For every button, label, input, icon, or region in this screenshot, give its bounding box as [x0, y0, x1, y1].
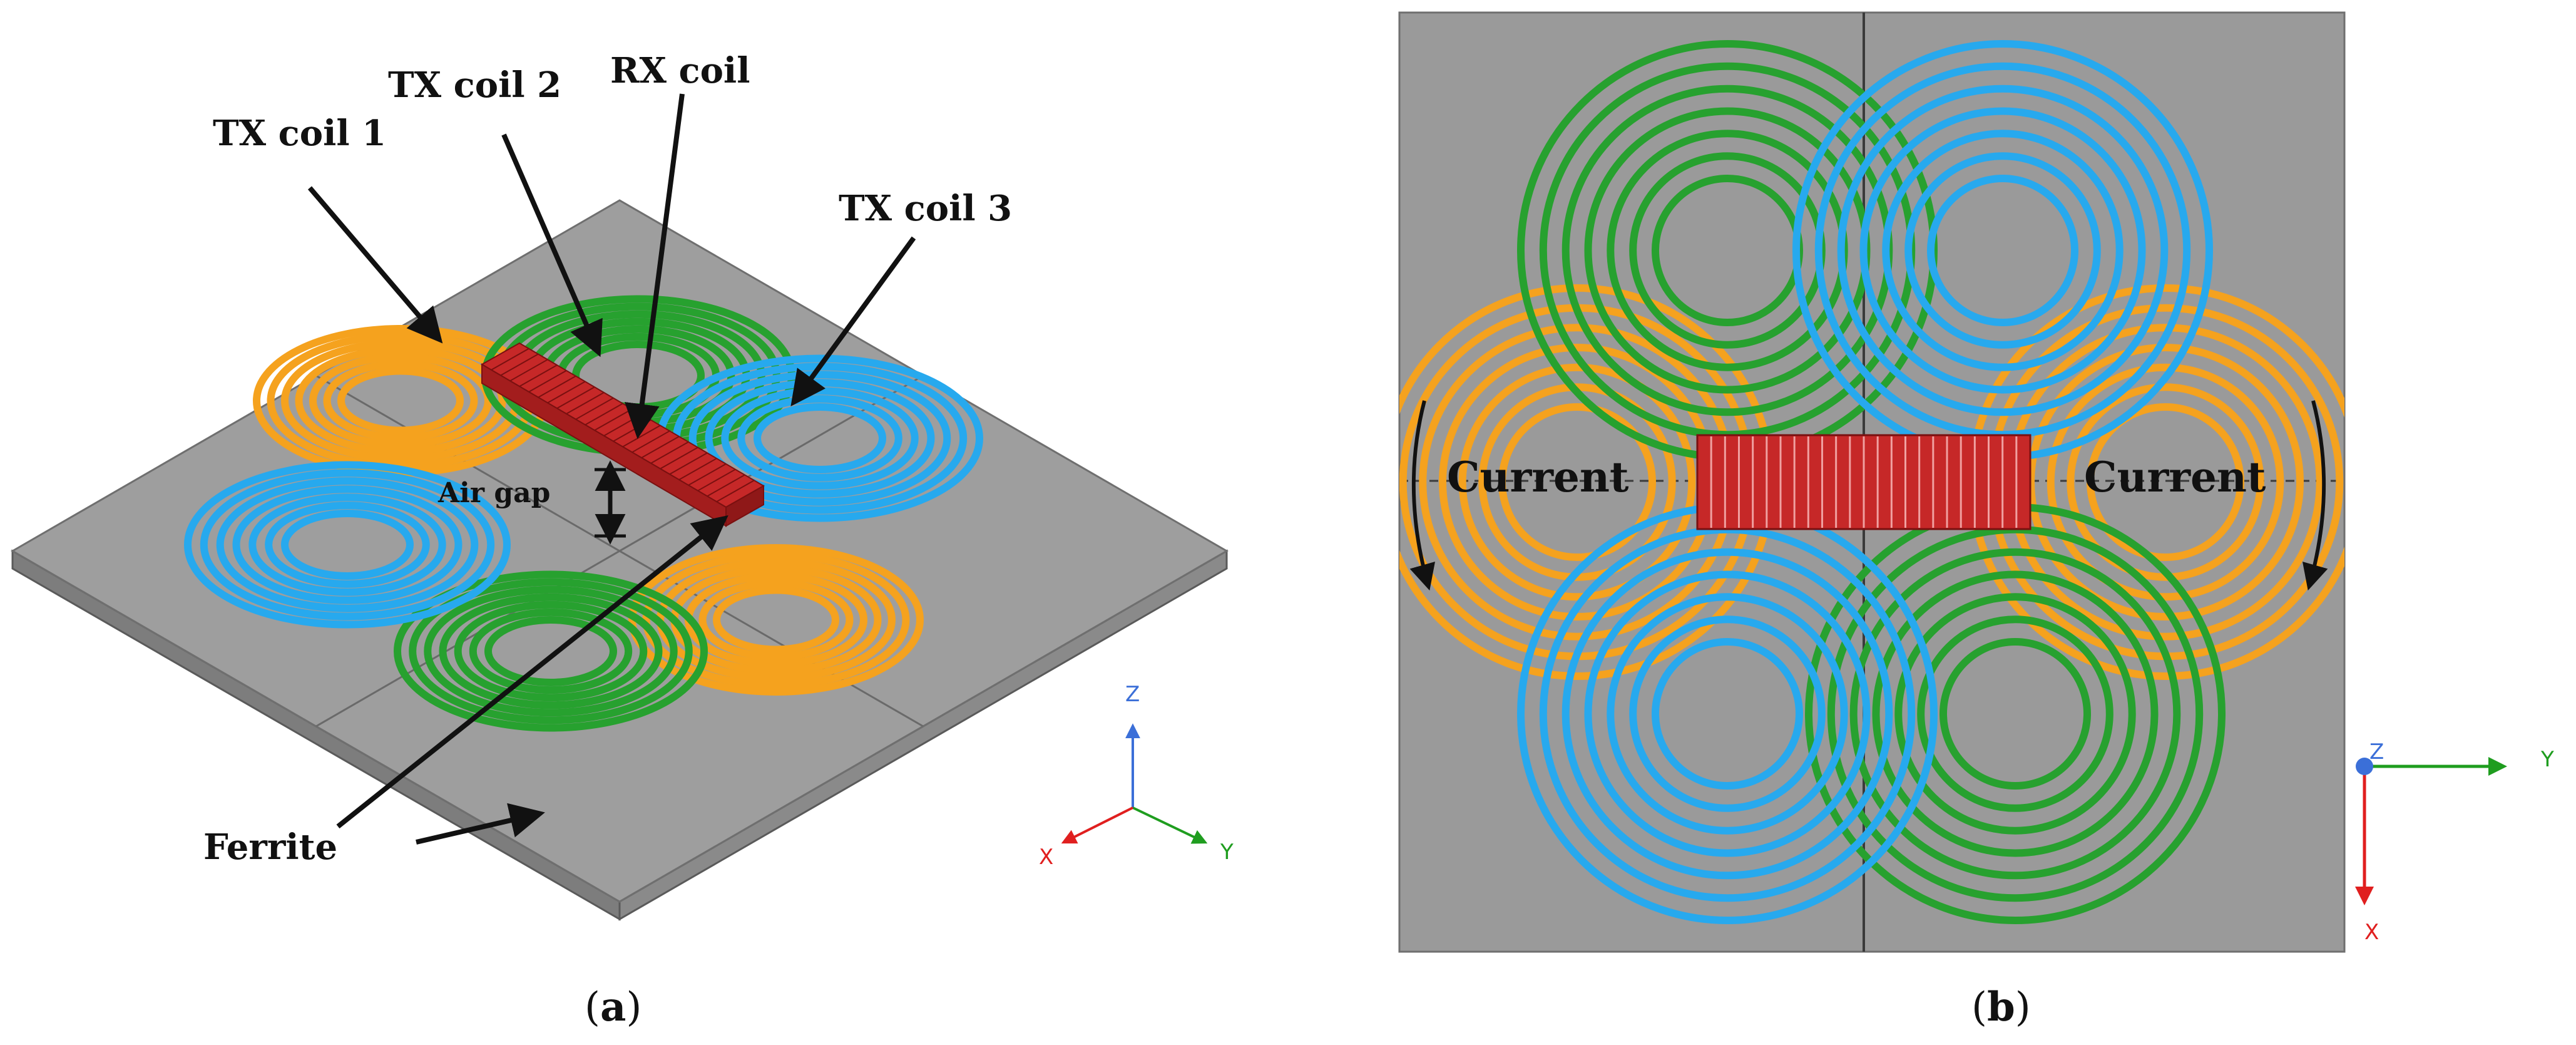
- tx-coil-2-lobe-1-turn-1: [394, 570, 708, 732]
- tx-coil-1-top-lobe-2-turn-7: [2087, 403, 2244, 561]
- current-arrow-right: [2302, 400, 2328, 591]
- rx-coil-turn-line: [519, 364, 558, 387]
- label-ferrite: Ferrite: [203, 826, 337, 868]
- tx-coil-1-lobe-1-turn-6: [323, 360, 478, 441]
- tx-coil-3-lobe-1-turn-7: [281, 510, 414, 580]
- tx-coil-1-lobe-2-turn-7: [713, 586, 839, 654]
- rx-coil-turns-top: [1710, 436, 2018, 528]
- label-tx-coil-1: TX coil 1: [213, 113, 386, 154]
- rx-coil-turn-line: [556, 386, 595, 409]
- rx-coil-turn-line: [566, 392, 605, 414]
- x-axis-label: X: [1039, 845, 1053, 870]
- label-current-left: Current: [1447, 453, 1629, 502]
- tx-coil-2-lobe-1-turn-6: [469, 608, 633, 694]
- panel-b-top-view: Current Current Z Y X (b): [1398, 11, 2554, 1031]
- tx-coil-3-top-lobe-2-turn-4: [1584, 570, 1871, 857]
- arrow-tx-coil-2: [501, 133, 603, 358]
- z-axis-dot: [2356, 758, 2373, 775]
- rx-coil-turn-line: [491, 347, 529, 371]
- rx-coil-turn-line: [641, 436, 680, 458]
- tx-coil-2-top-lobe-2-turn-4: [1872, 570, 2159, 857]
- rx-coil-turn-line: [660, 446, 698, 470]
- tx-coil-3-top-lobe-1-turn-6: [1904, 152, 2101, 349]
- rx-coil-turn-line: [585, 403, 623, 426]
- rx-coil-turn-line: [538, 375, 576, 398]
- rx-coil-turn-line: [575, 397, 614, 420]
- tx-coil-2-lobe-1-turn-3: [424, 585, 678, 717]
- tx-coil-3-top-lobe-2-turn-7: [1652, 638, 1803, 790]
- arrow-rx-coil: [624, 93, 685, 440]
- tx-coil-3-lobe-1-turn-5: [248, 493, 446, 596]
- annotation-arrows: [307, 93, 916, 845]
- tx-coil-3-lobe-1-turn-1: [184, 461, 511, 629]
- tx-coil-1-top-lobe-2-turn-5: [2047, 363, 2284, 601]
- z-axis-label-b: Z: [2369, 739, 2384, 764]
- tx-coil-1-lobe-2-turn-2: [642, 551, 910, 689]
- y-axis-line: [1132, 806, 1208, 844]
- tx-coil-1-top-lobe-1-turn-7: [1498, 403, 1656, 561]
- tx-coil-3-windings-top: [1517, 40, 2213, 924]
- rx-coil-turn-line: [528, 369, 567, 393]
- tx-coil-3-lobe-1-turn-2: [200, 469, 495, 620]
- tx-coil-3-lobe-2-turn-7: [754, 403, 886, 473]
- panel-a-isometric-view: TX coil 1 TX coil 2 RX coil TX coil 3 Ai…: [10, 50, 1234, 1031]
- axis-triad-a: Z Y X: [1039, 682, 1234, 870]
- arrow-ferrite-top: [336, 515, 728, 829]
- tx-coil-2-lobe-1-turn-4: [439, 593, 663, 709]
- label-rx-coil: RX coil: [610, 50, 750, 91]
- rx-coil-turn-line: [547, 381, 586, 404]
- axis-triad-b: Z Y X: [2355, 739, 2554, 945]
- tx-coil-3-top-lobe-2-turn-6: [1629, 615, 1826, 812]
- arrow-tx-coil-1: [307, 186, 443, 344]
- rx-coil-turn-line: [500, 353, 539, 376]
- y-axis-label-b: Y: [2540, 747, 2554, 772]
- tx-coil-3-lobe-1-turn-3: [216, 477, 479, 612]
- tx-coil-1-lobe-1-turn-7: [337, 367, 464, 435]
- tx-coil-3-top-lobe-1-turn-7: [1927, 175, 2078, 326]
- y-axis-label: Y: [1220, 840, 1234, 865]
- tx-coil-3-lobe-1-turn-4: [232, 485, 463, 604]
- tx-coil-2-top-lobe-2-turn-5: [1894, 593, 2136, 835]
- z-axis-label: Z: [1125, 682, 1140, 707]
- tx-coil-3-top-lobe-2-turn-5: [1607, 593, 1848, 835]
- label-tx-coil-3: TX coil 3: [839, 188, 1012, 229]
- tx-coil-3-top-lobe-1-turn-4: [1859, 107, 2146, 394]
- current-arrow-left: [1409, 400, 1436, 591]
- arrow-tx-coil-3: [790, 236, 916, 407]
- rx-coil-top-view: [1696, 434, 2032, 530]
- tx-coil-3-top-lobe-1-turn-3: [1837, 85, 2169, 416]
- tx-coil-2-top-lobe-2-turn-3: [1849, 548, 2181, 880]
- caption-b: (b): [1971, 984, 2031, 1031]
- rx-coil-turn-line: [688, 463, 727, 486]
- tx-coil-2-top-lobe-2-turn-6: [1917, 615, 2113, 812]
- rx-coil-turn-line: [678, 458, 717, 481]
- tx-coil-3-top-lobe-2-turn-3: [1561, 548, 1893, 880]
- tx-coil-2-lobe-1-turn-7: [484, 616, 617, 686]
- label-tx-coil-2: TX coil 2: [388, 64, 561, 106]
- x-axis-line: [1061, 806, 1133, 844]
- tx-coil-1-lobe-1-turn-4: [295, 346, 506, 456]
- tx-coil-2-top-lobe-2-turn-7: [1940, 638, 2091, 790]
- rx-coil-turn-line: [509, 359, 548, 382]
- rx-coil-turn-line: [697, 468, 736, 492]
- label-air-gap: Air gap: [437, 477, 550, 509]
- tx-coil-3-top-lobe-1-turn-5: [1882, 130, 2124, 371]
- tx-coil-1-lobe-2-turn-6: [698, 579, 854, 661]
- tx-coil-2-lobe-1-turn-5: [454, 600, 648, 702]
- x-axis-label-b: X: [2364, 920, 2379, 945]
- tx-coil-1-lobe-1-turn-5: [309, 353, 492, 448]
- tx-coil-1-top-lobe-1-turn-5: [1458, 363, 1696, 601]
- caption-a: (a): [585, 984, 641, 1031]
- rx-coil-turn-line: [716, 480, 755, 503]
- tx-coil-2-lobe-1-turn-2: [409, 578, 693, 724]
- rx-coil-turn-line: [650, 441, 689, 464]
- tx-coil-3-lobe-1-turn-6: [265, 502, 430, 588]
- rx-coil-turn-line: [669, 452, 708, 475]
- rx-coil-turn-line: [707, 474, 745, 497]
- rx-coil-turn-line: [631, 430, 670, 453]
- label-current-right: Current: [2084, 453, 2266, 502]
- arrow-ferrite-plate: [416, 803, 545, 845]
